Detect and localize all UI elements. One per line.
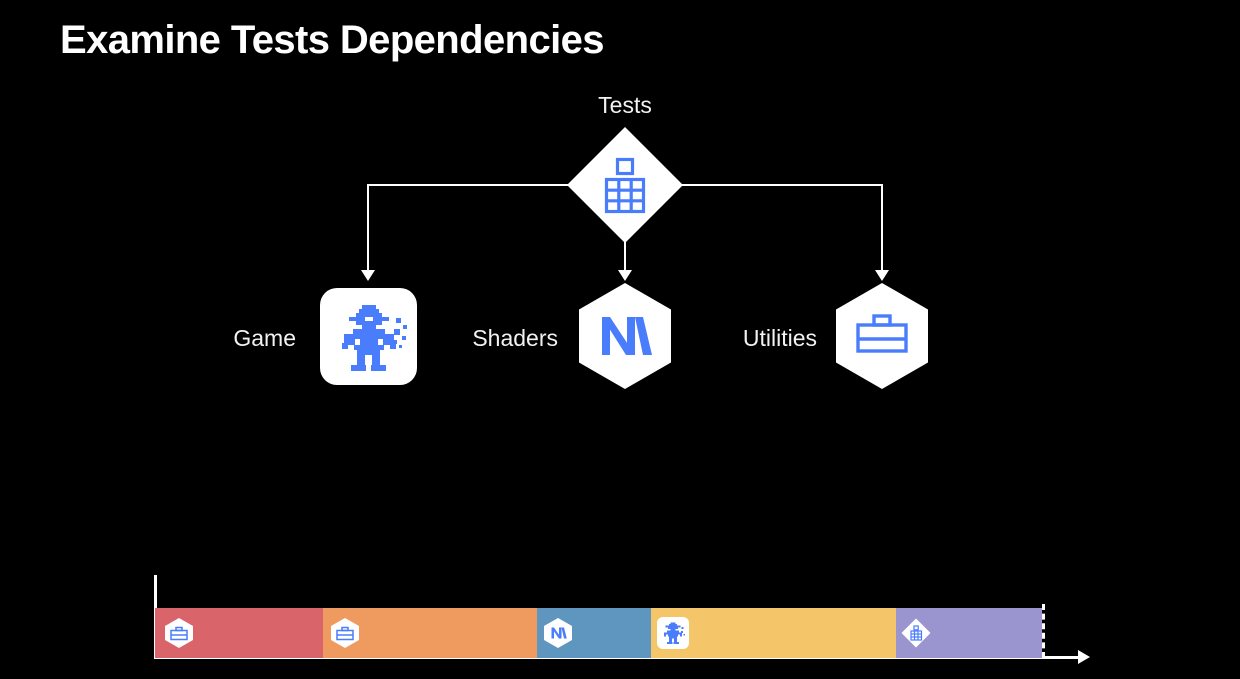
metal-m-icon: [551, 627, 567, 639]
node-tests[interactable]: [565, 125, 685, 245]
node-game[interactable]: [320, 288, 417, 385]
connector-vertical-utilities: [881, 184, 883, 272]
arrowhead-game: [361, 270, 375, 281]
test-plan-grid-icon: [604, 157, 646, 214]
timeline-segment-game-build[interactable]: [651, 608, 896, 658]
timeline-badge-toolbox-1: [163, 617, 195, 649]
timeline-badge-toolbox-2: [329, 617, 361, 649]
timeline-axis-arrowhead: [1078, 650, 1090, 664]
node-label-tests: Tests: [598, 92, 652, 118]
game-robot-icon: [663, 622, 685, 644]
game-robot-icon: [342, 305, 407, 371]
node-label-game: Game: [233, 325, 296, 351]
connector-vertical-game: [367, 184, 369, 272]
node-utilities[interactable]: [834, 283, 930, 389]
timeline-badge-tests: [900, 617, 932, 649]
timeline-badge-metal: [542, 617, 574, 649]
toolbox-icon: [170, 626, 188, 641]
timeline-end-marker: [1042, 604, 1045, 658]
node-label-utilities: Utilities: [742, 325, 817, 351]
node-shaders[interactable]: [577, 283, 673, 389]
node-label-shaders: Shaders: [472, 325, 558, 351]
toolbox-icon: [336, 626, 354, 641]
page-title: Examine Tests Dependencies: [60, 18, 605, 62]
metal-m-icon: [602, 317, 652, 355]
timeline-badge-game: [657, 617, 689, 649]
test-plan-grid-icon: [910, 625, 923, 641]
toolbox-icon: [856, 314, 908, 353]
arrowhead-shaders: [618, 270, 632, 281]
arrowhead-utilities: [875, 270, 889, 281]
connector-vertical-shaders: [624, 215, 626, 272]
